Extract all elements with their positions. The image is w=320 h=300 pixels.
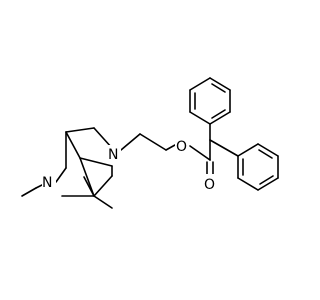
molecule-drawing: N N O O [21, 77, 279, 209]
bond-ring-3 [79, 157, 113, 167]
phenyl-ring-right [237, 143, 279, 191]
chemical-structure-canvas: N N O O [21, 77, 279, 209]
atom-n-ring: N [108, 147, 118, 163]
bond-ch2-o [165, 144, 176, 151]
bond-ring-11 [93, 195, 113, 209]
bicyclic-ring-bonds [55, 127, 113, 209]
bond-ch2-ch2 [139, 133, 167, 151]
atom-o-ester: O [176, 139, 187, 155]
bond-ring-2 [65, 127, 95, 133]
phenyl-ring-top [189, 77, 231, 125]
bond-ring-4 [93, 127, 113, 149]
bond-n-ch2 [120, 133, 141, 151]
bond-ch-phenyl-right [209, 139, 239, 157]
bond-ring-6 [55, 167, 67, 183]
bond-ring-9 [79, 157, 95, 197]
bond-ring-8 [93, 175, 113, 197]
bond-n-methyl-end [21, 187, 37, 197]
bond-ring-1 [65, 131, 81, 159]
bond-o-carbonyl [189, 145, 211, 161]
atom-o-carbonyl: O [204, 177, 215, 193]
atom-n-bridge: N [42, 175, 52, 191]
